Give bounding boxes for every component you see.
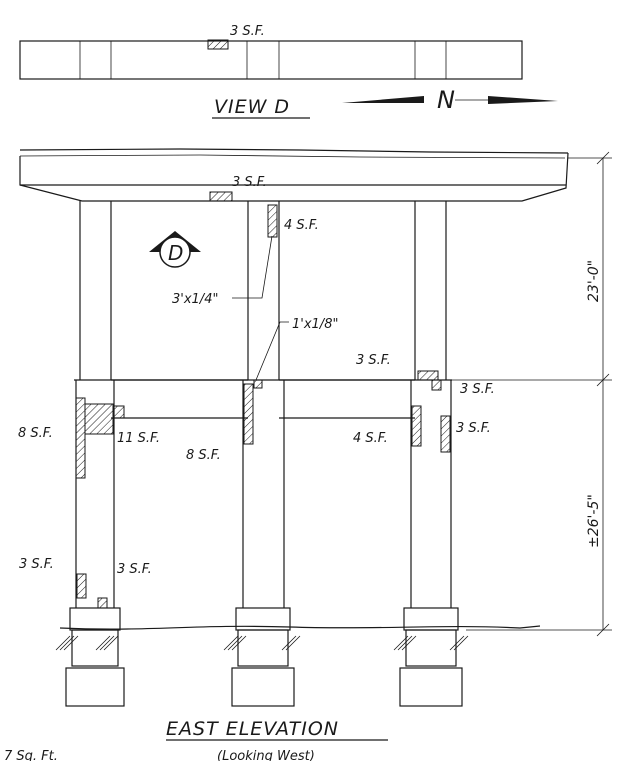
north-arrow-icon: N: [342, 86, 558, 114]
col1-mid-patch-c: [113, 405, 125, 419]
col1-mid-patch-b: [75, 397, 86, 479]
north-arrow-letter: N: [437, 86, 455, 114]
cap-area-label: 3 S.F.: [232, 175, 267, 190]
cap-spall-patch: [209, 191, 233, 202]
col2-mid-patch: [243, 383, 254, 445]
elevation-subtitle: (Looking West): [217, 749, 315, 761]
col1-base-left-label: 3 S.F.: [19, 557, 54, 572]
col2-mid-label: 8 S.F.: [186, 448, 221, 463]
upper-columns: [79, 201, 447, 380]
view-d-title: VIEW D: [214, 96, 290, 118]
lower-dimension: ±26'-5": [586, 494, 602, 548]
col3-mid-left-label: 4 S.F.: [353, 431, 388, 446]
col3-top-patch: [417, 370, 439, 381]
col2-top-patch: [267, 204, 278, 238]
crack-a-callout: 3'x1/4": [172, 292, 218, 307]
view-d-plan: 3 S.F. VIEW D N: [19, 24, 558, 119]
dimension-lines: 23'-0" ±26'-5": [452, 151, 612, 637]
col3-mid-right-label: 3 S.F.: [456, 421, 491, 436]
col1-mid-right-label: 11 S.F.: [117, 431, 160, 446]
col1-base-patch-b: [97, 597, 108, 609]
col2-top-label: 4 S.F.: [284, 218, 319, 233]
column-bases: [65, 607, 463, 707]
strut-beam: [74, 379, 452, 419]
col3-mid-patch-a: [411, 405, 422, 447]
col3-top-right-label: 3 S.F.: [460, 382, 495, 397]
view-d-area-label: 3 S.F.: [230, 24, 265, 39]
crack-b-callout: 1'x1/8": [292, 317, 338, 332]
elevation-title: EAST ELEVATION: [166, 718, 339, 740]
section-marker-letter: D: [168, 241, 183, 265]
ground-line: [55, 625, 541, 651]
col1-base-patch-a: [76, 573, 87, 599]
upper-dimension: 23'-0": [586, 260, 602, 302]
view-d-spall-patch: [207, 39, 229, 50]
col1-mid-left-label: 8 S.F.: [18, 426, 53, 441]
col3-top-label: 3 S.F.: [356, 353, 391, 368]
elevation: 3 S.F.: [4, 148, 612, 761]
footer-total: 7 Sq. Ft.: [4, 749, 58, 761]
col1-base-right-label: 3 S.F.: [117, 562, 152, 577]
col3-joint-patch: [431, 379, 442, 391]
col3-mid-patch-b: [440, 415, 451, 453]
col1-mid-patch-a: [84, 403, 114, 435]
section-marker-d: D: [149, 231, 201, 268]
col2-joint-patch: [253, 379, 263, 389]
pier-cap: 3 S.F.: [19, 148, 569, 202]
